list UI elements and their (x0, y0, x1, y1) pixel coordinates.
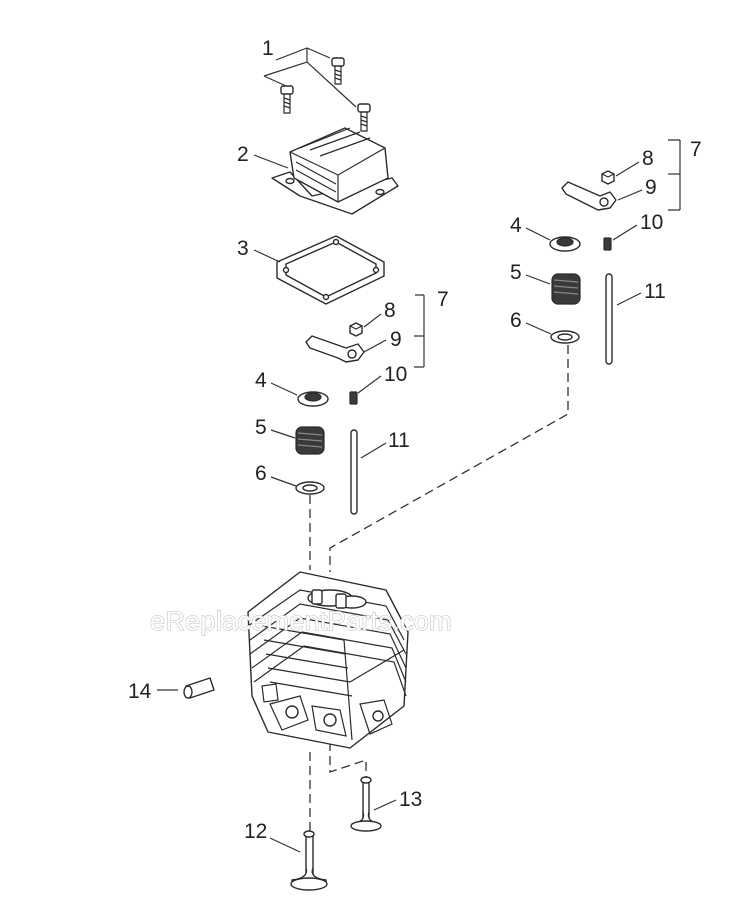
part-2-valve-cover[interactable] (271, 127, 399, 215)
svg-text:10: 10 (640, 211, 663, 234)
part-4-retainer-right[interactable] (549, 236, 581, 252)
svg-text:6: 6 (255, 462, 267, 485)
part-4-retainer-left[interactable] (297, 391, 329, 407)
callout-10-left: 10 (357, 363, 407, 394)
part-8-nut-left[interactable] (349, 322, 363, 337)
svg-text:12: 12 (244, 820, 267, 843)
svg-text:11: 11 (644, 280, 666, 303)
part-10-pivot-right[interactable] (603, 237, 612, 251)
callout-11-left: 11 (360, 429, 410, 459)
bolt-icon (280, 85, 294, 114)
callout-11-right: 11 (616, 280, 666, 306)
callout-12: 12 (244, 820, 301, 853)
part-5-spring-left[interactable] (295, 426, 325, 455)
svg-text:7: 7 (437, 288, 449, 311)
callout-1: 1 (262, 37, 357, 108)
part-6-washer-right[interactable] (550, 330, 580, 344)
svg-text:1: 1 (262, 37, 274, 60)
svg-text:2: 2 (237, 143, 249, 166)
svg-text:13: 13 (399, 788, 422, 811)
cylinder-head[interactable] (247, 571, 409, 749)
part-14-dowel-pin[interactable] (183, 677, 215, 699)
callout-10-right: 10 (612, 211, 663, 241)
part-3-gasket[interactable] (276, 235, 385, 305)
svg-text:5: 5 (255, 416, 267, 439)
svg-text:6: 6 (510, 309, 522, 332)
svg-text:14: 14 (128, 680, 152, 703)
svg-text:11: 11 (388, 429, 410, 452)
svg-text:4: 4 (510, 214, 522, 237)
part-9-rocker-arm-left[interactable] (305, 335, 365, 363)
part-13-valve[interactable] (350, 776, 382, 832)
svg-text:7: 7 (690, 138, 702, 161)
part-10-pivot-left[interactable] (349, 391, 358, 405)
svg-text:3: 3 (237, 237, 249, 260)
part-11-pushrod-right[interactable] (605, 273, 613, 365)
callout-6-left: 6 (255, 462, 297, 487)
callout-5-right: 5 (510, 261, 551, 285)
callout-7-right: 7 (668, 138, 702, 211)
svg-text:10: 10 (384, 363, 407, 386)
callout-9-left: 9 (363, 328, 402, 353)
part-5-spring-right[interactable] (551, 273, 581, 305)
part-8-nut-right[interactable] (601, 170, 615, 185)
svg-text:5: 5 (510, 261, 522, 284)
callout-6-right: 6 (510, 309, 552, 335)
callout-4-right: 4 (510, 214, 551, 241)
part-1-bolts[interactable] (280, 57, 371, 132)
svg-text:4: 4 (255, 369, 267, 392)
callout-8-right: 8 (615, 147, 654, 177)
callout-14: 14 (128, 680, 178, 703)
callout-4-left: 4 (255, 369, 298, 396)
watermark-text: eReplacementParts.com (150, 606, 452, 636)
svg-text:8: 8 (384, 299, 396, 322)
svg-text:8: 8 (642, 147, 654, 170)
callout-5-left: 5 (255, 416, 296, 439)
bolt-icon (357, 103, 371, 132)
assembly-dashed-lines (309, 345, 569, 832)
callout-3: 3 (237, 237, 281, 263)
svg-text:9: 9 (645, 176, 657, 199)
part-11-pushrod-left[interactable] (350, 429, 358, 515)
callout-2: 2 (237, 143, 289, 169)
svg-text:9: 9 (390, 328, 402, 351)
callout-13: 13 (373, 788, 422, 811)
callout-8-left: 8 (363, 299, 396, 328)
callout-7-left: 7 (414, 288, 449, 368)
bolt-icon (331, 57, 345, 85)
part-9-rocker-arm-right[interactable] (561, 181, 617, 211)
part-12-valve[interactable] (290, 830, 328, 891)
callout-9-right: 9 (617, 176, 657, 201)
part-6-washer-left[interactable] (295, 481, 325, 495)
